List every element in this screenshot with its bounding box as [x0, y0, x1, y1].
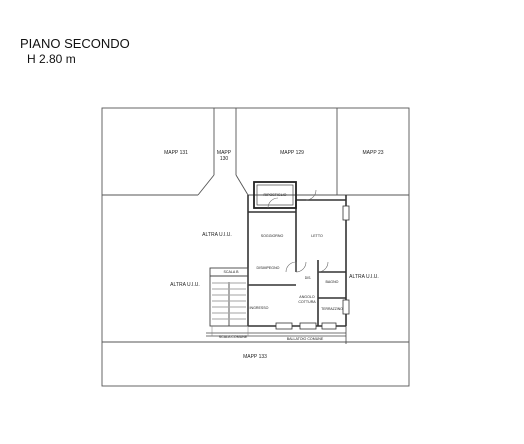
door-swing: [317, 261, 329, 273]
label-angolo-cottura-line1: ANGOLO: [299, 295, 315, 299]
window: [342, 205, 350, 221]
label-ripostiglio: RIPOSTIGLIO: [264, 193, 287, 197]
floor-height: H 2.80 m: [27, 52, 76, 66]
door-swing: [295, 261, 307, 273]
wall: [235, 174, 249, 196]
label-ingresso: INGRESSO: [250, 306, 269, 310]
label-mapp-131: MAPP 131: [164, 150, 188, 156]
door-swing: [267, 197, 279, 209]
door-swing: [305, 189, 317, 201]
label-mapp-130-line2: 130: [220, 156, 229, 162]
label-scala-comune: SCALA COMUNE: [219, 335, 248, 339]
label-angolo-cottura-line2: COTTURA: [298, 300, 316, 304]
label-ballatoio: BALLATOIO COMUNE: [287, 337, 324, 341]
label-mapp-133: MAPP 133: [243, 354, 267, 360]
label-letto: LETTO: [311, 234, 323, 238]
label-disimpegno: DISIMPEGNO: [257, 266, 280, 270]
page-title: PIANO SECONDO: [20, 36, 130, 51]
label-disimpegno-small: DIS.: [305, 276, 312, 280]
label-mapp-129: MAPP 129: [280, 150, 304, 156]
label-altra-ui-left: ALTRA U.I.U.: [170, 282, 200, 288]
wall: [197, 174, 215, 196]
door-swing: [285, 261, 297, 273]
label-mapp-23: MAPP 23: [362, 150, 383, 156]
ripostiglio-box: [253, 181, 297, 209]
window: [342, 299, 350, 315]
window: [275, 322, 293, 330]
window: [321, 322, 337, 330]
ripostiglio-inner: [256, 184, 294, 206]
label-altra-ui-right: ALTRA U.I.U.: [349, 274, 379, 280]
label-terrazzino: TERRAZZINO: [321, 307, 343, 311]
plan-boundary: [101, 107, 410, 387]
label-scala: SCALA B: [224, 270, 240, 274]
label-altra-ui-top: ALTRA U.I.U.: [202, 232, 232, 238]
window: [299, 322, 317, 330]
label-soggiorno: SOGGIORNO: [261, 234, 284, 238]
label-mapp-130-line1: MAPP: [217, 150, 232, 156]
label-bagno: BAGNO: [326, 280, 339, 284]
